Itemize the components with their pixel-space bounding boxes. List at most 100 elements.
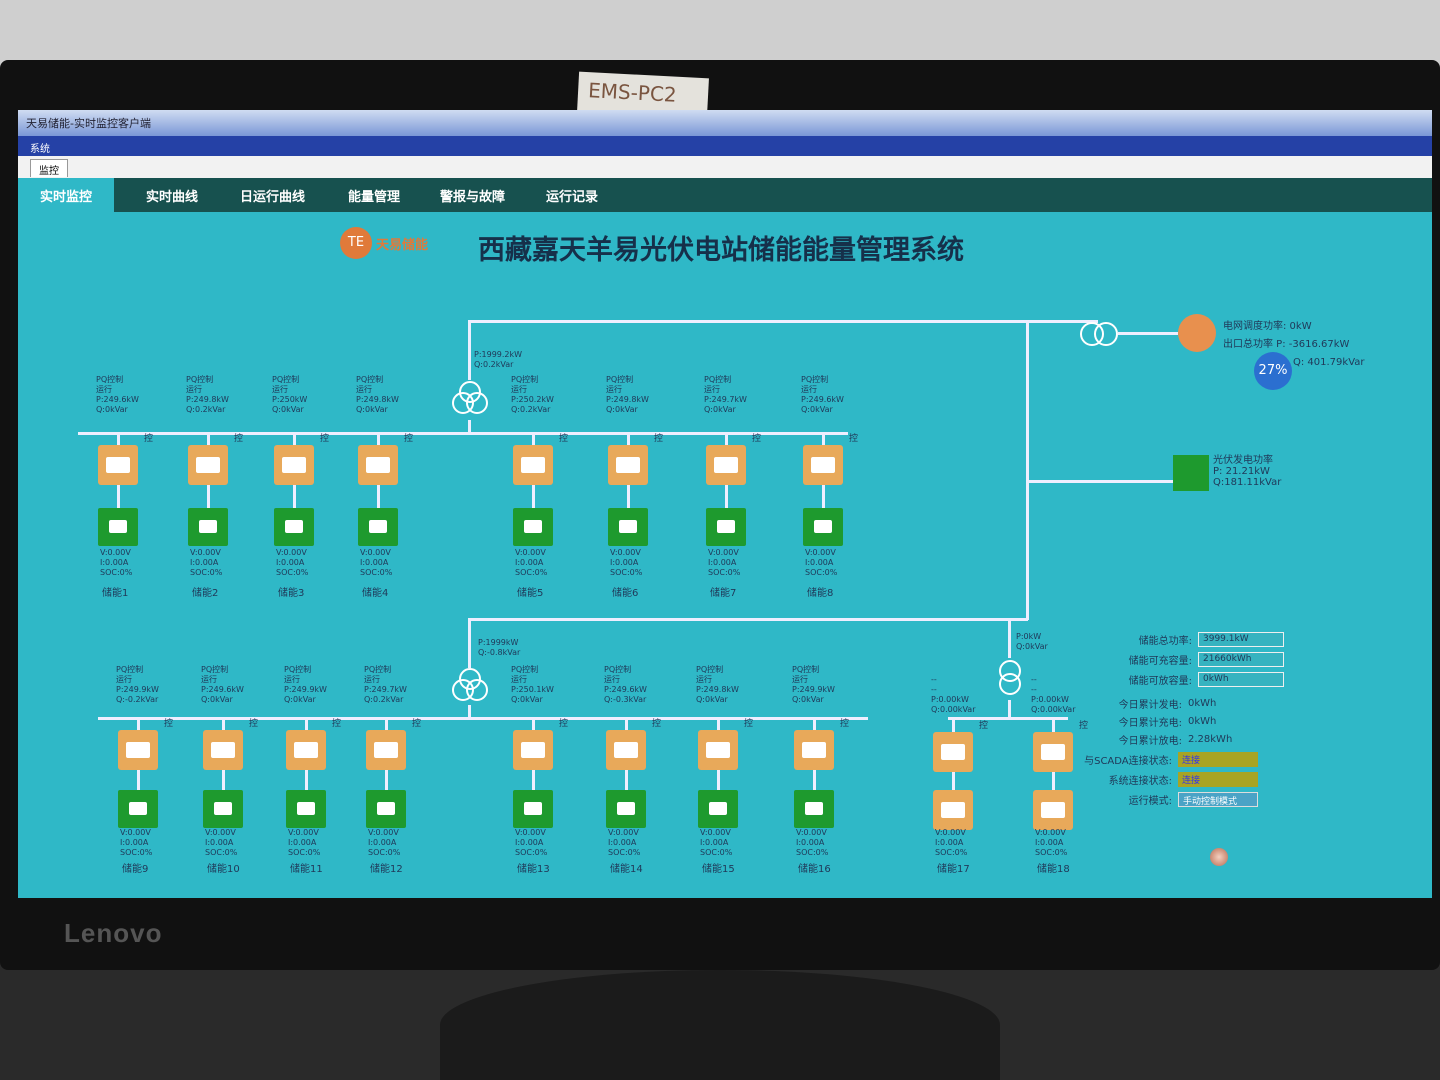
pcs-inverter-icon[interactable] <box>608 445 648 485</box>
feeder-3b <box>1008 700 1011 717</box>
battery-v: V:0.00V <box>368 828 399 837</box>
battery-soc: SOC:0% <box>368 848 401 857</box>
pcs-inverter-icon[interactable] <box>286 730 326 770</box>
unit-link <box>532 485 535 508</box>
battery-v: V:0.00V <box>276 548 307 557</box>
pcs-p: P:249.9kW <box>792 685 835 694</box>
control-link[interactable]: 控 <box>654 434 664 444</box>
pcs-mode: PQ控制 <box>696 665 724 674</box>
menu-system[interactable]: 系统 <box>30 144 50 155</box>
battery-icon[interactable] <box>98 508 138 546</box>
battery-icon[interactable] <box>933 790 973 830</box>
unit-feeder <box>377 432 380 445</box>
pcs-inverter-icon[interactable] <box>188 445 228 485</box>
t3-q: Q:0kVar <box>1016 642 1048 651</box>
tab-daily-curve[interactable]: 日运行曲线 <box>240 190 306 205</box>
pcs-inverter-icon[interactable] <box>794 730 834 770</box>
control-link[interactable]: 控 <box>1079 721 1089 731</box>
unit-link <box>725 485 728 508</box>
battery-icon[interactable] <box>513 508 553 546</box>
pcs-mode: PQ控制 <box>284 665 312 674</box>
battery-icon[interactable] <box>513 790 553 828</box>
pcs-inverter-icon[interactable] <box>606 730 646 770</box>
battery-v: V:0.00V <box>610 548 641 557</box>
pcs-inverter-icon[interactable] <box>98 445 138 485</box>
pcs-inverter-icon[interactable] <box>698 730 738 770</box>
pcs-inverter-icon[interactable] <box>203 730 243 770</box>
tab-realtime-curve[interactable]: 实时曲线 <box>146 190 199 205</box>
battery-soc: SOC:0% <box>276 568 309 577</box>
pcs-inverter-icon[interactable] <box>274 445 314 485</box>
pcs-inverter-icon[interactable] <box>118 730 158 770</box>
control-link[interactable]: 控 <box>559 719 569 729</box>
battery-icon[interactable] <box>1033 790 1073 830</box>
control-link[interactable]: 控 <box>164 719 174 729</box>
control-link[interactable]: 控 <box>849 434 859 444</box>
pcs-inverter-icon[interactable] <box>366 730 406 770</box>
battery-icon[interactable] <box>274 508 314 546</box>
pcs-p: P:249.7kW <box>364 685 407 694</box>
battery-icon[interactable] <box>803 508 843 546</box>
control-link[interactable]: 控 <box>234 434 244 444</box>
pcs-p: P:249.7kW <box>704 395 747 404</box>
gen-today-value: 0kWh <box>1188 698 1217 709</box>
battery-soc: SOC:0% <box>120 848 153 857</box>
pcs-inverter-icon[interactable] <box>933 732 973 772</box>
control-link[interactable]: 控 <box>752 434 762 444</box>
grid-transformer-icon <box>1080 322 1118 346</box>
unit-link <box>822 485 825 508</box>
control-link[interactable]: 控 <box>404 434 414 444</box>
pcs-readout: PQ控制 运行 P:249.6kW Q:0kVar <box>801 375 844 415</box>
storage-unit-name: 储能2 <box>192 588 219 599</box>
battery-readout: V:0.00V I:0.00A SOC:0% <box>796 828 828 858</box>
battery-icon[interactable] <box>188 508 228 546</box>
pcs-p: P:249.6kW <box>801 395 844 404</box>
t2-q: Q:-0.8kVar <box>478 648 521 657</box>
pcs-inverter-icon[interactable] <box>1033 732 1073 772</box>
control-link[interactable]: 控 <box>840 719 850 729</box>
pcs-inverter-icon[interactable] <box>513 445 553 485</box>
pcs-inverter-icon[interactable] <box>513 730 553 770</box>
unit-feeder <box>137 717 140 730</box>
run-mode-label: 运行模式: <box>1128 796 1172 807</box>
battery-icon[interactable] <box>606 790 646 828</box>
pcs-q: Q:0.00kVar <box>931 705 976 714</box>
control-link[interactable]: 控 <box>332 719 342 729</box>
control-link[interactable]: 控 <box>559 434 569 444</box>
doc-tab-monitor[interactable]: 监控 <box>30 159 68 177</box>
pcs-inverter-icon[interactable] <box>706 445 746 485</box>
tab-energy-management[interactable]: 能量管理 <box>348 190 401 205</box>
battery-icon[interactable] <box>203 790 243 828</box>
battery-icon[interactable] <box>118 790 158 828</box>
battery-i: I:0.00A <box>515 558 544 567</box>
pcs-inverter-icon[interactable] <box>358 445 398 485</box>
run-mode-value[interactable]: 手动控制模式 <box>1178 792 1258 807</box>
battery-icon[interactable] <box>794 790 834 828</box>
feeder-2b <box>468 705 471 717</box>
pcs-mode: PQ控制 <box>364 665 392 674</box>
control-link[interactable]: 控 <box>979 721 989 731</box>
monitor-brand: Lenovo <box>64 918 163 948</box>
battery-icon[interactable] <box>286 790 326 828</box>
battery-icon[interactable] <box>358 508 398 546</box>
control-link[interactable]: 控 <box>144 434 154 444</box>
window-titlebar: 天易储能-实时监控客户端 <box>18 110 1432 136</box>
pcs-inverter-icon[interactable] <box>803 445 843 485</box>
control-link[interactable]: 控 <box>652 719 662 729</box>
tab-run-log[interactable]: 运行记录 <box>546 190 599 205</box>
battery-icon[interactable] <box>366 790 406 828</box>
unit-feeder <box>952 717 955 732</box>
pcs-readout: PQ控制 运行 P:249.8kW Q:0kVar <box>606 375 649 415</box>
control-link[interactable]: 控 <box>412 719 422 729</box>
control-link[interactable]: 控 <box>249 719 259 729</box>
battery-icon[interactable] <box>698 790 738 828</box>
control-link[interactable]: 控 <box>320 434 330 444</box>
control-link[interactable]: 控 <box>744 719 754 729</box>
tab-alarms[interactable]: 警报与故障 <box>440 190 506 205</box>
dischargeable-label: 储能可放容量: <box>1128 676 1192 687</box>
monitor-stand <box>440 970 1000 1080</box>
battery-icon[interactable] <box>608 508 648 546</box>
battery-v: V:0.00V <box>100 548 131 557</box>
tab-realtime-monitor[interactable]: 实时监控 <box>18 178 115 212</box>
battery-icon[interactable] <box>706 508 746 546</box>
